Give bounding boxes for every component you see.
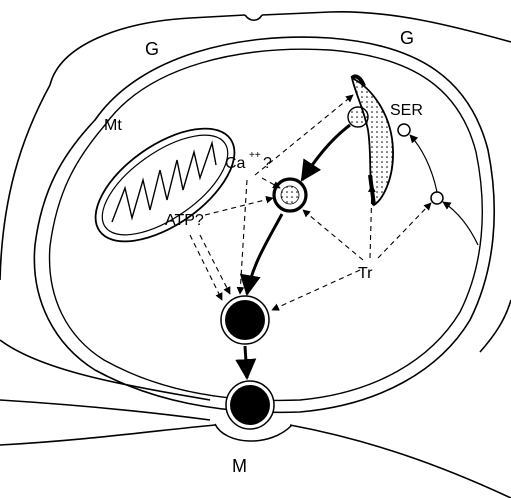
cell-junction-top bbox=[245, 15, 262, 20]
right-outer-wall bbox=[480, 300, 511, 352]
granule-to-mature-arrow bbox=[247, 214, 282, 294]
tr-to-granule-arrow bbox=[303, 210, 363, 260]
smooth-er bbox=[348, 76, 393, 205]
solid-arrows bbox=[245, 125, 350, 378]
small-vesicle-upper bbox=[398, 124, 410, 136]
small-vesicle-lower bbox=[431, 192, 443, 204]
mature-to-lower-arrow bbox=[245, 346, 247, 378]
label-tr: Tr bbox=[358, 265, 373, 282]
ca-to-mature-arrow bbox=[240, 180, 247, 294]
lower-left-outer-line bbox=[0, 425, 215, 445]
label-m: M bbox=[232, 456, 247, 476]
label-g-left: G bbox=[145, 39, 159, 59]
label-ca-superscript: ++ bbox=[249, 150, 261, 161]
atp-to-granule-arrow bbox=[205, 198, 273, 215]
ser-to-granule-arrow bbox=[302, 125, 350, 180]
atp-to-mature-arrow-b bbox=[190, 235, 222, 300]
label-atp: ATP? bbox=[165, 212, 204, 229]
label-ca: Ca bbox=[225, 155, 246, 172]
dashed-arrows bbox=[190, 95, 431, 310]
tr-to-mature-arrow bbox=[272, 270, 360, 310]
er-vesicle-bud bbox=[348, 107, 368, 127]
left-outer-wall bbox=[0, 85, 50, 280]
thin-arrows bbox=[410, 135, 478, 245]
membrane-to-vesicle-arrow bbox=[443, 202, 478, 245]
forming-granule bbox=[274, 179, 306, 211]
mature-granule-upper bbox=[221, 296, 269, 344]
lower-left-neighbour-wall bbox=[0, 400, 210, 420]
lower-right-outer-line bbox=[290, 425, 511, 498]
mature-granule-lower bbox=[226, 381, 274, 429]
mitochondrial-cristae bbox=[112, 143, 216, 222]
vesicle-to-vesicle-arrow bbox=[410, 135, 437, 192]
label-ca-question: ? bbox=[263, 155, 272, 172]
label-mt: Mt bbox=[104, 117, 122, 134]
label-ser: SER bbox=[390, 102, 423, 119]
tr-to-vesicle-arrow bbox=[378, 203, 431, 258]
label-g-right: G bbox=[400, 28, 414, 48]
lower-left-wall bbox=[0, 340, 210, 400]
